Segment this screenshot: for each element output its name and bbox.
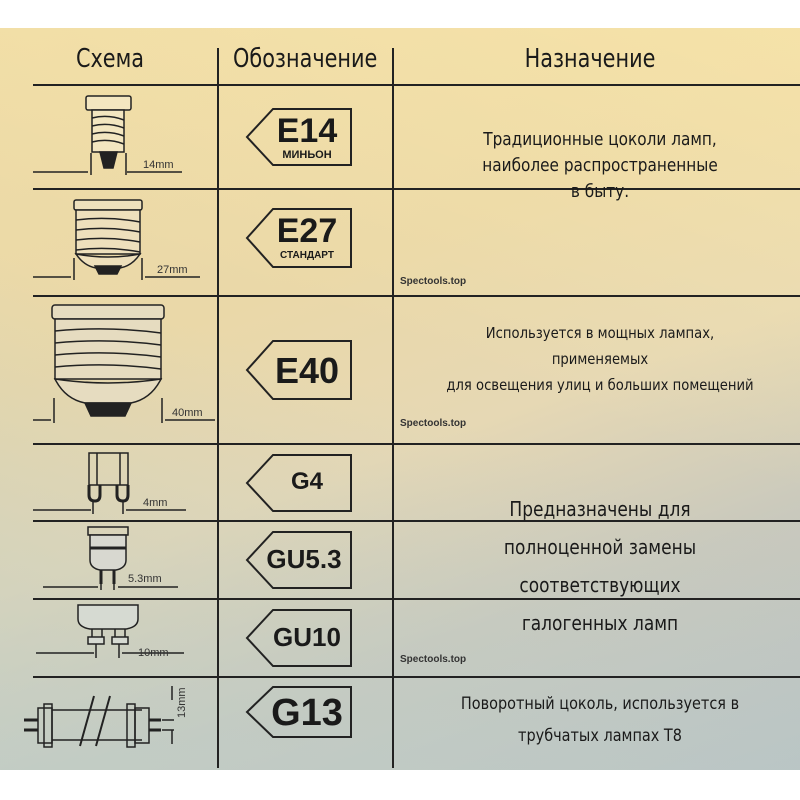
dimension-label: 13mm: [176, 687, 188, 718]
tag-e40: E40: [245, 340, 353, 400]
e40-diagram: [33, 304, 215, 423]
divider: [33, 188, 800, 190]
description-e40: Используется в мощных лампах,применяемых…: [446, 324, 754, 394]
watermark: Spectools.top: [400, 276, 467, 287]
divider: [33, 520, 800, 522]
divider: [217, 48, 219, 768]
header-purpose: Назначение: [524, 44, 656, 74]
dimension-label: 4mm: [143, 497, 168, 509]
g4-diagram: [33, 452, 186, 514]
g13-diagram: [24, 686, 174, 748]
dimension-label: 40mm: [172, 407, 203, 419]
watermark: Spectools.top: [400, 418, 467, 429]
divider: [33, 676, 800, 678]
e27-diagram: [33, 199, 200, 280]
gu10-diagram: [36, 604, 184, 658]
e14-diagram: [33, 95, 182, 175]
tag-gu10: GU10: [245, 609, 353, 667]
watermark: Spectools.top: [400, 654, 467, 665]
divider: [33, 84, 800, 86]
gu53-diagram: [43, 526, 178, 590]
divider: [392, 48, 394, 768]
header-scheme: Схема: [75, 44, 145, 74]
dimension-label: 27mm: [157, 264, 188, 276]
tag-e27: E27 СТАНДАРТ: [245, 208, 353, 268]
dimension-label: 5.3mm: [128, 573, 162, 585]
tag-e14: E14 МИНЬОН: [245, 108, 353, 166]
tag-gu53: GU5.3: [245, 531, 353, 589]
tag-g4: G4: [245, 454, 353, 512]
dimension-label: 14mm: [143, 159, 174, 171]
divider: [33, 295, 800, 297]
dimension-label: 10mm: [138, 647, 169, 659]
lamp-base-diagrams: [24, 95, 215, 748]
divider: [33, 443, 800, 445]
infographic: Схема Обозначение Назначение: [0, 28, 800, 770]
divider: [33, 598, 800, 600]
tag-g13: G13: [245, 686, 353, 738]
description-e14-e27: Традиционные цоколи ламп,наиболее распро…: [482, 129, 718, 202]
header-designation: Обозначение: [233, 44, 378, 74]
